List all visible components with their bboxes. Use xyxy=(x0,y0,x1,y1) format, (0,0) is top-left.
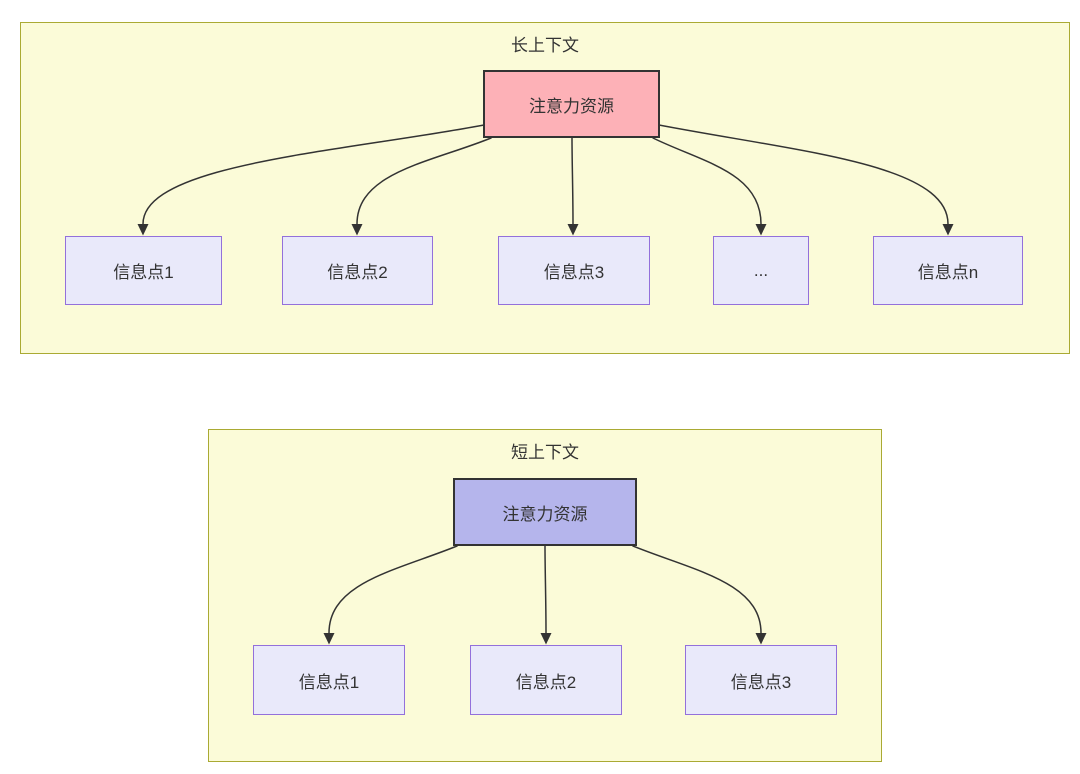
node-info-point-1-short: 信息点1 xyxy=(253,645,405,715)
panel-short-context-title: 短上下文 xyxy=(511,443,579,462)
node-attention-resource-short: 注意力资源 xyxy=(453,478,637,546)
node-info-point-3-long: 信息点3 xyxy=(498,236,650,305)
panel-long-context-title: 长上下文 xyxy=(511,36,579,55)
node-info-point-2-short: 信息点2 xyxy=(470,645,622,715)
node-attention-resource-long: 注意力资源 xyxy=(483,70,660,138)
node-info-point-1-long: 信息点1 xyxy=(65,236,222,305)
node-info-point-2-long: 信息点2 xyxy=(282,236,433,305)
node-ellipsis-long: ... xyxy=(713,236,809,305)
node-info-point-3-short: 信息点3 xyxy=(685,645,837,715)
node-info-point-n-long: 信息点n xyxy=(873,236,1023,305)
